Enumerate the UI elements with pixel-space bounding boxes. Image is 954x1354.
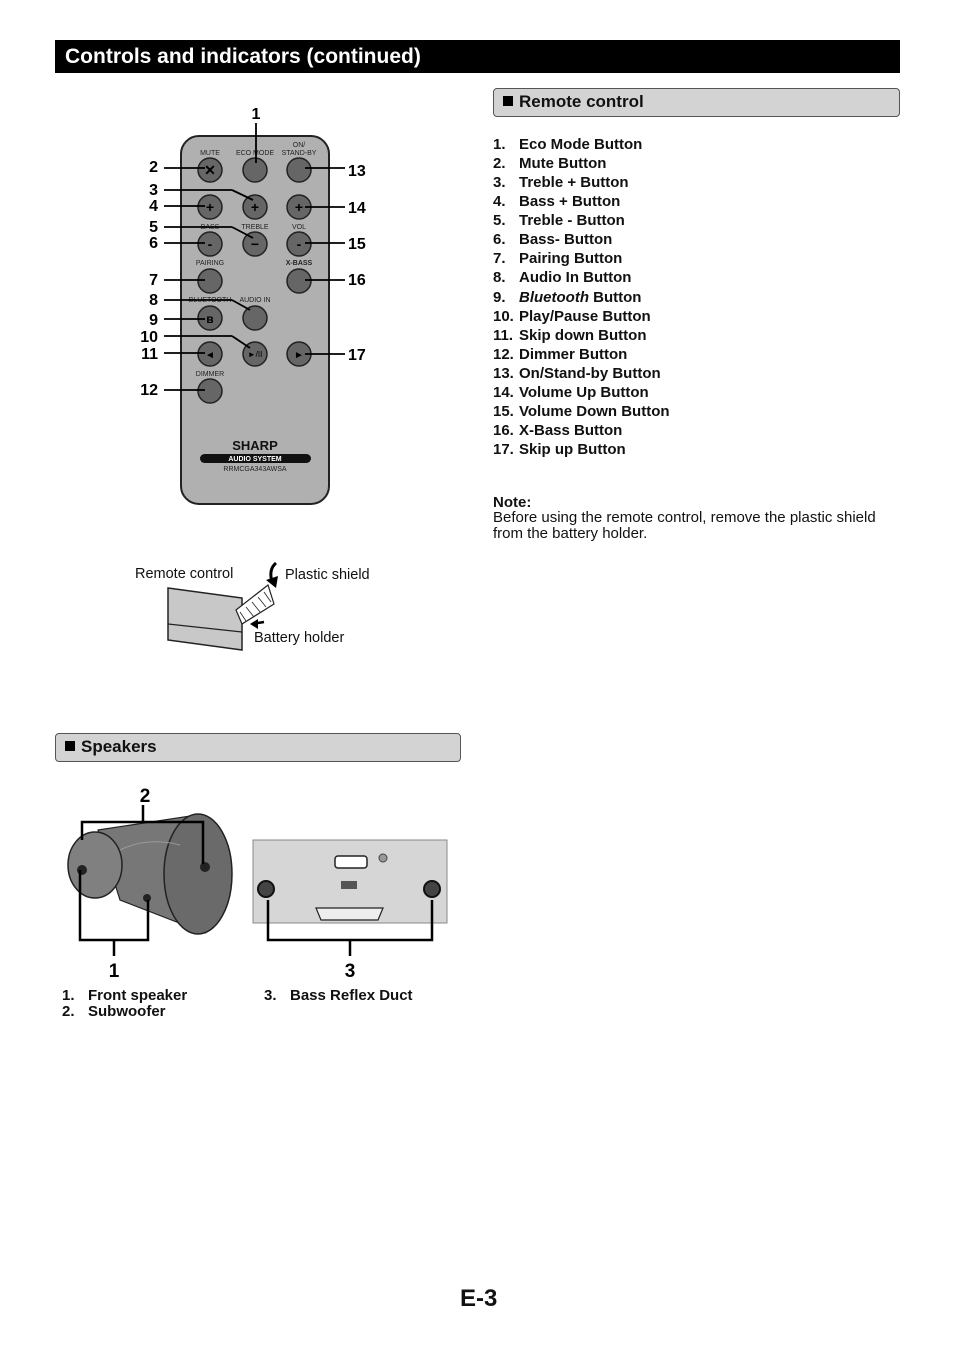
callout-11: 11 xyxy=(141,346,158,363)
list-item: 6.Bass- Button xyxy=(493,231,613,249)
list-item: 17.Skip up Button xyxy=(493,441,626,458)
treble-label: TREBLE xyxy=(241,224,269,231)
list-item: 16.X-Bass Button xyxy=(493,421,623,439)
audio-system-badge xyxy=(200,454,311,463)
brand-logo: SHARP xyxy=(232,438,278,453)
svg-text:+: + xyxy=(251,199,259,215)
speakers-heading-text: Speakers xyxy=(81,737,157,756)
list-item: 9.Bluetooth Button xyxy=(493,288,642,306)
pairing-button xyxy=(197,268,223,294)
list-item: 3.Bass Reflex Duct xyxy=(264,987,413,1004)
list-item: 7.Pairing Button xyxy=(493,250,623,268)
svg-text:+: + xyxy=(295,199,303,215)
svg-text:-: - xyxy=(208,236,213,252)
list-item: 5.Treble - Button xyxy=(493,212,625,230)
list-item: 1.Eco Mode Button xyxy=(493,136,643,153)
callout-10: 10 xyxy=(140,329,158,346)
callout-3: 3 xyxy=(149,182,158,199)
square-bullet-icon xyxy=(65,741,75,751)
callout-4: 4 xyxy=(149,198,158,215)
bass-minus-button xyxy=(197,231,223,257)
speaker-callout-2: 2 xyxy=(140,786,151,807)
list-item: 11.Skip down Button xyxy=(493,326,647,344)
eco-mode-button xyxy=(242,157,268,183)
callout-1: 1 xyxy=(252,106,261,123)
list-item: 14.Volume Up Button xyxy=(493,383,649,401)
callout-14: 14 xyxy=(348,200,366,217)
speaker-side-view xyxy=(67,813,233,935)
list-item: 10.Play/Pause Button xyxy=(493,307,651,325)
play-pause-icon: ►/II xyxy=(248,350,263,359)
bass-plus-button xyxy=(197,194,223,220)
callout-13: 13 xyxy=(348,163,366,180)
note-text: Before using the remote control, remove … xyxy=(493,509,876,542)
mute-label: MUTE xyxy=(200,150,220,157)
audio-in-button xyxy=(242,305,268,331)
bluetooth-button xyxy=(197,305,223,331)
volume-down-button xyxy=(286,231,312,257)
list-item: 3.Treble + Button xyxy=(493,174,629,192)
mute-icon: ✕ xyxy=(204,162,216,178)
bluetooth-icon: ʙ xyxy=(206,312,213,326)
callout-2: 2 xyxy=(149,159,158,176)
plastic-shield-caption: Plastic shield xyxy=(285,567,370,583)
treble-minus-button xyxy=(242,231,268,257)
speakers-heading: Speakers xyxy=(55,733,461,762)
speakers-figure: 1 2 3 xyxy=(67,786,448,982)
on-standby-label-1: ON/ xyxy=(293,142,306,149)
list-item: 2.Mute Button xyxy=(493,155,607,173)
list-item: 2.Subwoofer xyxy=(62,1003,166,1020)
remote-control-caption: Remote control xyxy=(135,566,233,582)
on-standby-button xyxy=(286,157,312,183)
audio-in-label: AUDIO IN xyxy=(239,297,270,304)
remote-control-heading: Remote control xyxy=(493,88,900,117)
callout-16: 16 xyxy=(348,272,366,289)
list-item: 15.Volume Down Button xyxy=(493,402,670,420)
audio-system-label: AUDIO SYSTEM xyxy=(228,456,281,463)
callout-7: 7 xyxy=(149,272,158,289)
list-item: 4.Bass + Button xyxy=(493,193,621,211)
skip-down-button xyxy=(197,341,223,367)
remote-control-heading-text: Remote control xyxy=(519,92,644,111)
speakers-list-left: 1.Front speaker 2.Subwoofer xyxy=(62,988,187,1020)
pairing-label: PAIRING xyxy=(196,260,224,267)
list-item: 12.Dimmer Button xyxy=(493,345,628,363)
speaker-callout-1: 1 xyxy=(109,961,120,982)
dimmer-label: DIMMER xyxy=(196,371,224,378)
callout-6: 6 xyxy=(149,235,158,252)
callout-9: 9 xyxy=(149,312,158,329)
svg-text:−: − xyxy=(251,236,259,252)
svg-text:-: - xyxy=(297,236,302,252)
list-item: 13.On/Stand-by Button xyxy=(493,364,661,382)
model-number: RRMCGA343AWSA xyxy=(223,466,286,473)
speakers-list-right: 3.Bass Reflex Duct xyxy=(264,988,413,1004)
shield-figure xyxy=(167,561,278,651)
remote-control-figure: ✕ + + + - − - ʙ MUTE ECO MODE ON/ STAND-… xyxy=(135,106,370,651)
dimmer-button xyxy=(197,378,223,404)
skip-up-icon: ► xyxy=(294,350,304,361)
list-item: 8.Audio In Button xyxy=(493,269,632,287)
battery-holder-caption: Battery holder xyxy=(254,630,344,646)
x-bass-label: X-BASS xyxy=(286,260,313,267)
callout-15: 15 xyxy=(348,236,366,253)
remote-control-list: 1.Eco Mode Button 2.Mute Button 3.Treble… xyxy=(493,135,670,459)
square-bullet-icon xyxy=(503,96,513,106)
on-standby-label-2: STAND-BY xyxy=(282,150,317,157)
x-bass-button xyxy=(286,268,312,294)
treble-plus-button xyxy=(242,194,268,220)
mute-button xyxy=(197,157,223,183)
speaker-rear-view xyxy=(252,839,448,924)
page-title: Controls and indicators (continued) xyxy=(55,40,900,73)
svg-text:+: + xyxy=(206,199,214,215)
callout-17: 17 xyxy=(348,347,366,364)
note-heading: Note: xyxy=(493,494,532,511)
callout-12: 12 xyxy=(140,382,158,399)
list-item: 1.Front speaker xyxy=(62,987,188,1004)
callout-5: 5 xyxy=(149,219,158,236)
speaker-callout-3: 3 xyxy=(345,961,356,982)
callout-8: 8 xyxy=(149,292,158,309)
vol-label: VOL xyxy=(292,224,306,231)
page-number: E-3 xyxy=(460,1285,498,1312)
skip-down-icon: ◄ xyxy=(205,350,215,361)
